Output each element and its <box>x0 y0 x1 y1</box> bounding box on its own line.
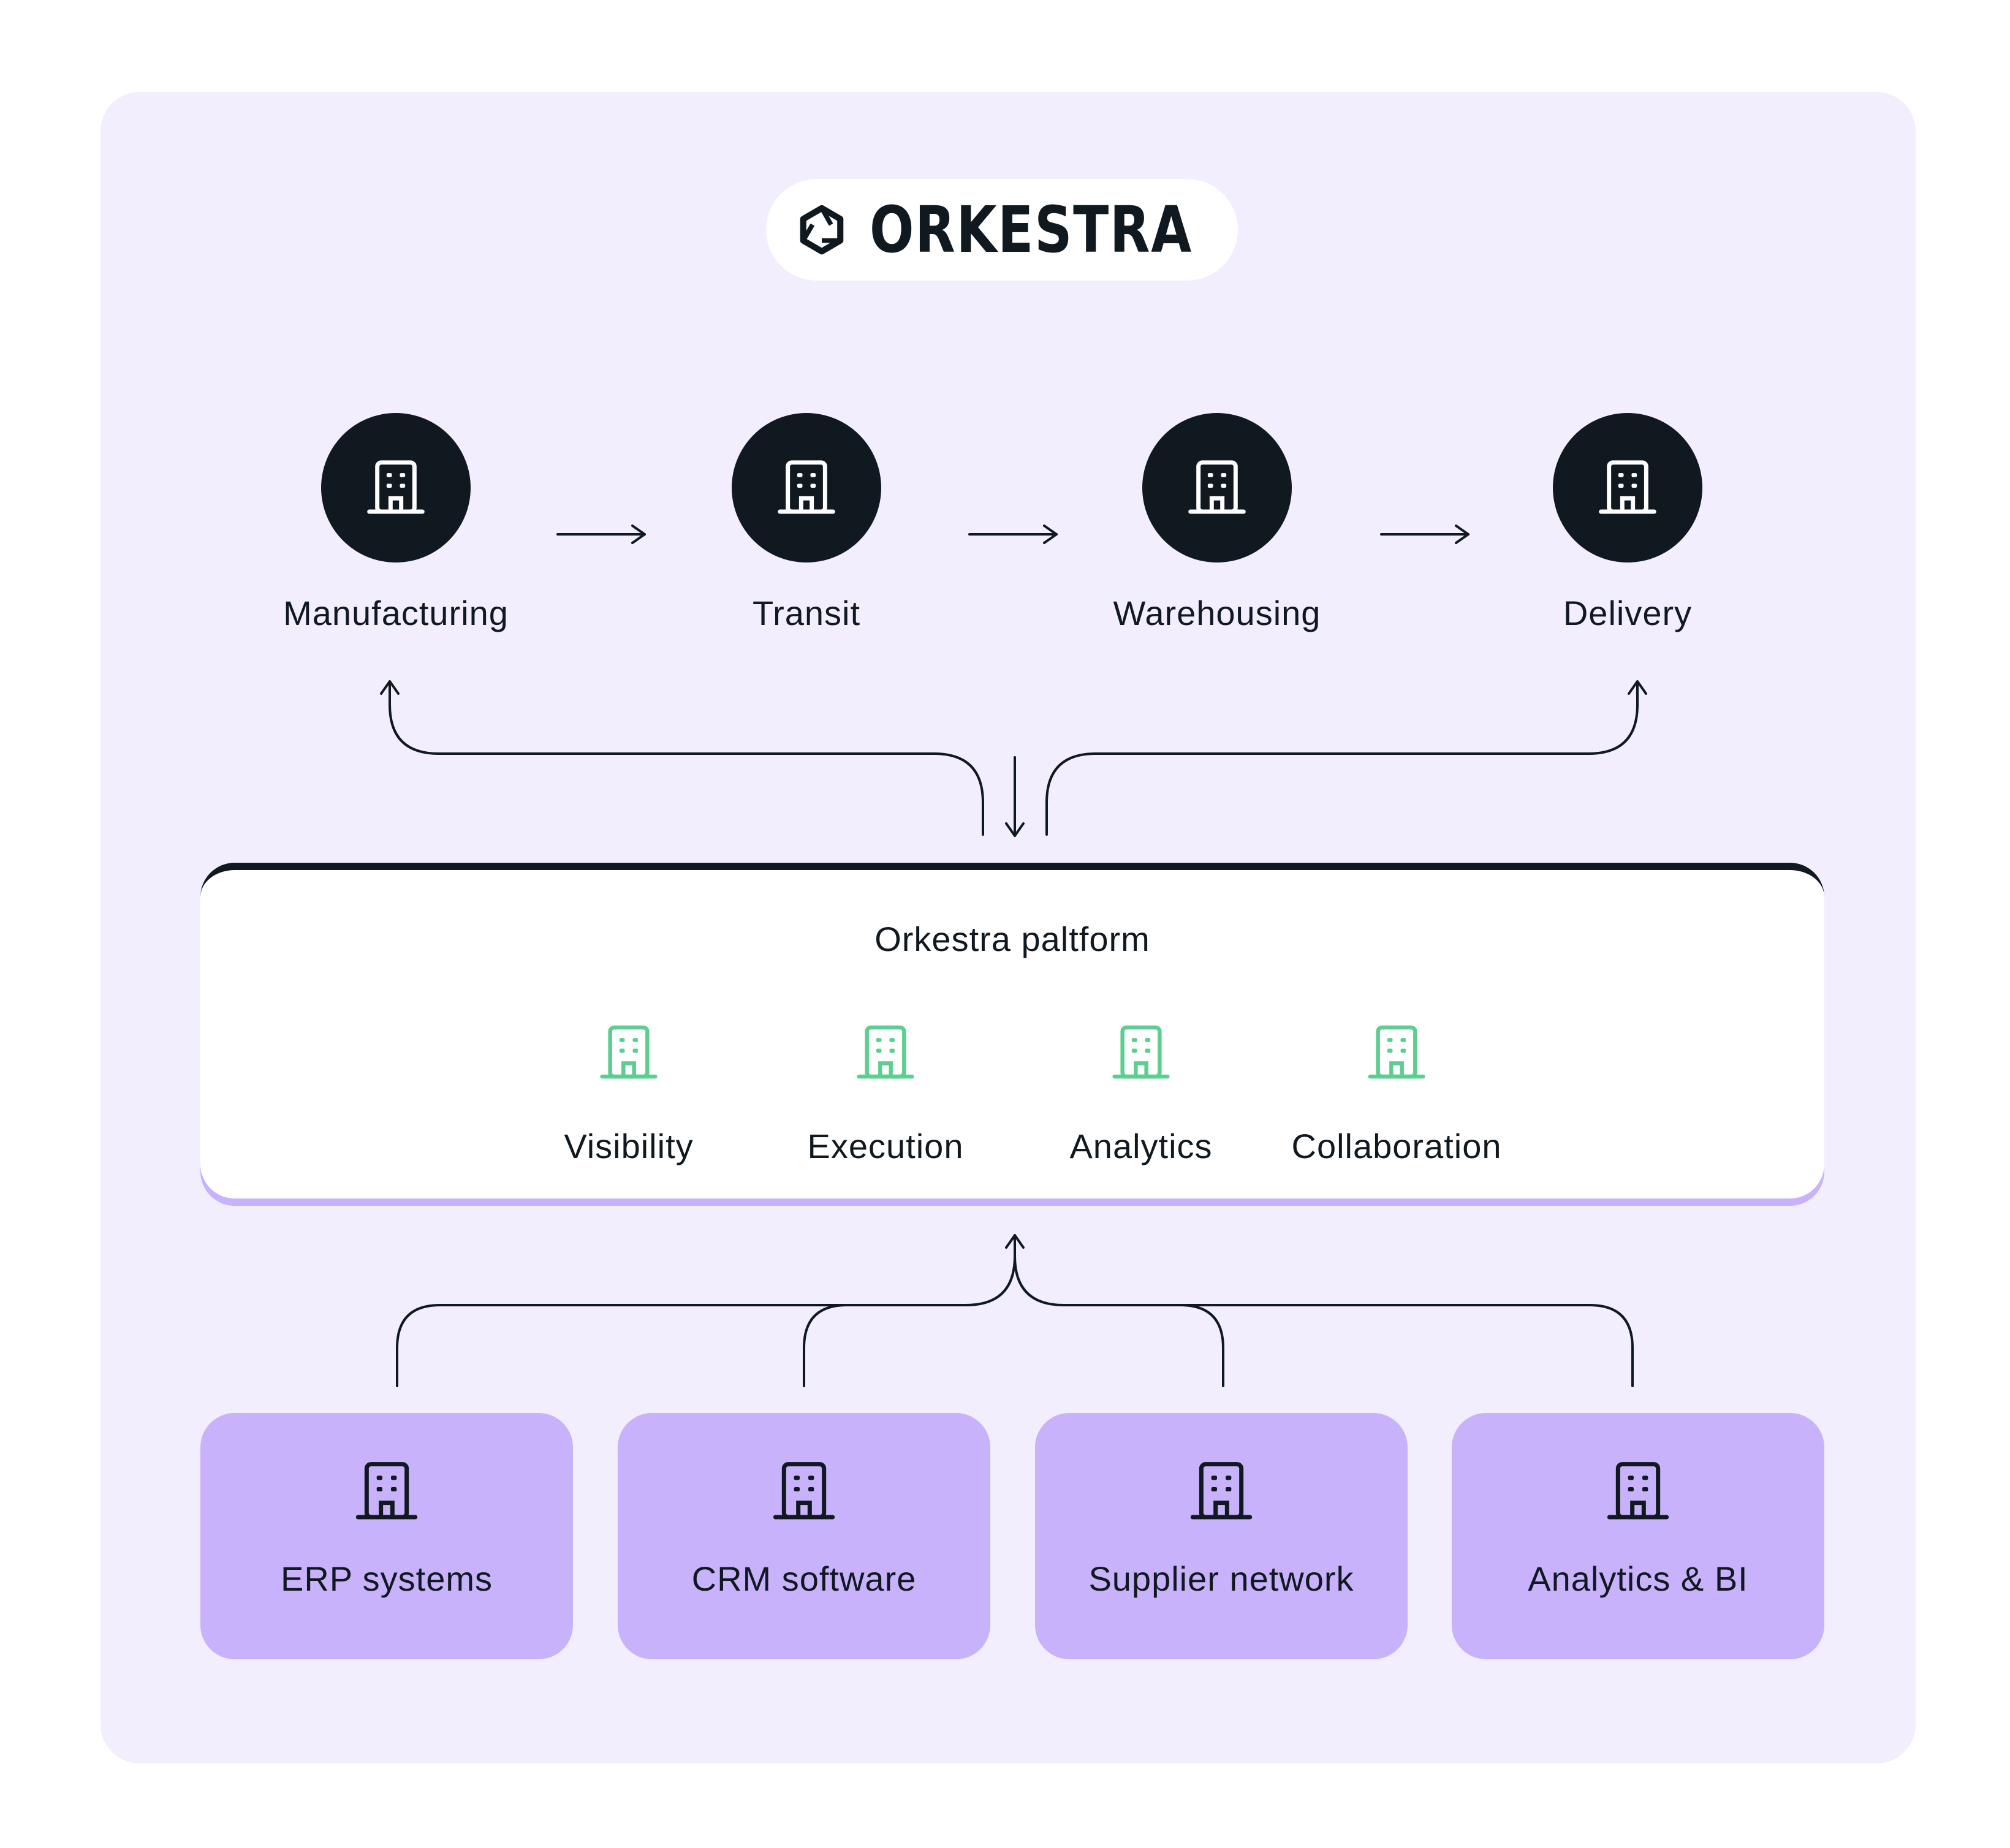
brand-logo-pill: ORKESTRA <box>766 179 1238 281</box>
arrow-manufacturing-to-transit <box>556 524 646 544</box>
connector-platform-to-manufacturing <box>380 680 984 836</box>
connector-sources-to-platform <box>396 1234 1634 1387</box>
feature-label-execution: Execution <box>807 1127 964 1165</box>
building-icon <box>1368 1025 1425 1079</box>
source-crm-software: CRM software <box>618 1413 990 1659</box>
building-icon <box>778 460 835 514</box>
building-icon <box>367 460 425 514</box>
source-label-supplier-network: Supplier network <box>1088 1559 1354 1598</box>
feature-visibility-icon <box>597 1021 661 1085</box>
feature-execution-icon <box>854 1021 917 1085</box>
feature-label-visibility: Visibility <box>564 1127 694 1165</box>
source-erp-systems: ERP systems <box>200 1413 573 1659</box>
platform-card: Orkestra paltform <box>200 863 1824 1199</box>
feature-label-analytics: Analytics <box>1069 1127 1213 1165</box>
stage-label-warehousing: Warehousing <box>1113 594 1321 632</box>
building-icon <box>1112 1025 1170 1079</box>
feature-collaboration-icon <box>1365 1021 1428 1085</box>
stage-delivery-node <box>1553 413 1702 562</box>
source-analytics-bi: Analytics & BI <box>1452 1413 1824 1659</box>
arrow-transit-to-warehousing <box>968 524 1058 544</box>
feature-analytics-icon <box>1109 1021 1173 1085</box>
source-label-erp-systems: ERP systems <box>280 1559 493 1598</box>
stage-label-manufacturing: Manufacturing <box>283 594 509 632</box>
orkestra-hexagon-logo-icon <box>800 205 843 255</box>
stage-label-transit: Transit <box>752 594 861 632</box>
building-icon <box>1188 460 1246 514</box>
building-icon <box>600 1025 658 1079</box>
building-icon <box>857 1025 914 1079</box>
platform-title: Orkestra paltform <box>874 920 1150 958</box>
stage-manufacturing-node <box>321 413 471 562</box>
stage-transit-node <box>732 413 881 562</box>
source-label-crm-software: CRM software <box>691 1559 917 1598</box>
feature-label-collaboration: Collaboration <box>1291 1127 1502 1165</box>
building-icon <box>1187 1457 1256 1526</box>
arrow-warehousing-to-delivery <box>1380 524 1470 544</box>
stage-warehousing-node <box>1142 413 1292 562</box>
building-icon <box>770 1457 838 1526</box>
building-icon <box>1604 1457 1672 1526</box>
brand-name: ORKESTRA <box>869 192 1193 267</box>
connector-platform-to-delivery <box>1045 680 1647 836</box>
stage-label-delivery: Delivery <box>1563 594 1693 632</box>
building-icon <box>352 1457 421 1526</box>
building-icon <box>1599 460 1656 514</box>
source-label-analytics-bi: Analytics & BI <box>1528 1559 1748 1598</box>
arrow-down-into-platform <box>1005 756 1025 837</box>
source-supplier-network: Supplier network <box>1035 1413 1408 1659</box>
